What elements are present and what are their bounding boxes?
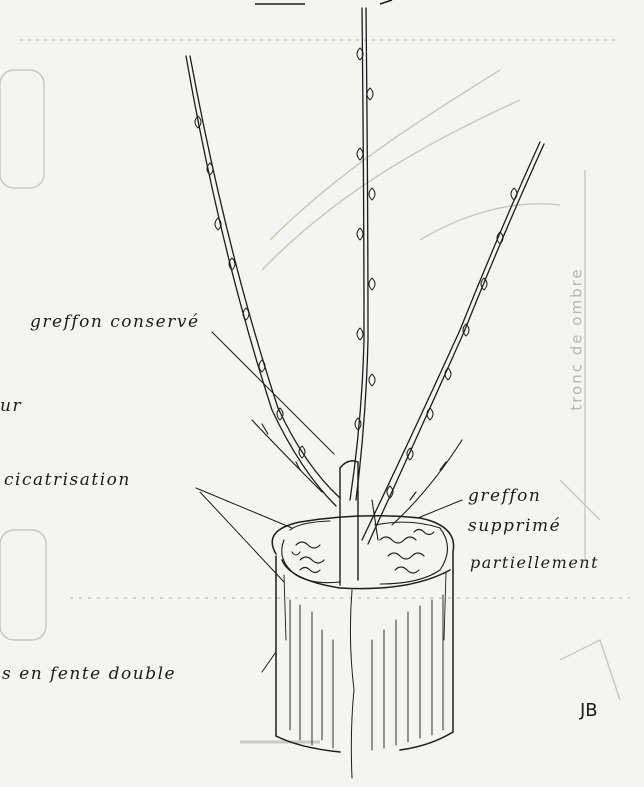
leader-lines	[196, 332, 462, 672]
left-branch	[186, 56, 340, 506]
right-branch	[362, 142, 544, 544]
bleed-through-marks	[0, 40, 630, 742]
label-partiellement: partiellement	[470, 553, 599, 572]
label-fente-double: s en fente double	[2, 664, 176, 684]
cleft-line	[350, 590, 354, 778]
artist-signature: JB	[580, 700, 598, 721]
bleed-through-text: tronc de ombre	[568, 267, 586, 410]
top-underline	[255, 0, 392, 4]
callus-ring	[282, 521, 448, 584]
label-cicatrisation: cicatrisation	[4, 470, 131, 490]
kept-scion-stump	[340, 461, 358, 585]
center-branch	[350, 8, 368, 500]
buds	[195, 48, 517, 498]
label-ur: ur	[0, 396, 22, 416]
rootstock-trunk	[272, 516, 453, 752]
label-greffon: greffon	[468, 486, 541, 506]
label-greffon-conserve: greffon conservé	[30, 312, 200, 332]
label-supprime: supprimé	[468, 516, 561, 536]
